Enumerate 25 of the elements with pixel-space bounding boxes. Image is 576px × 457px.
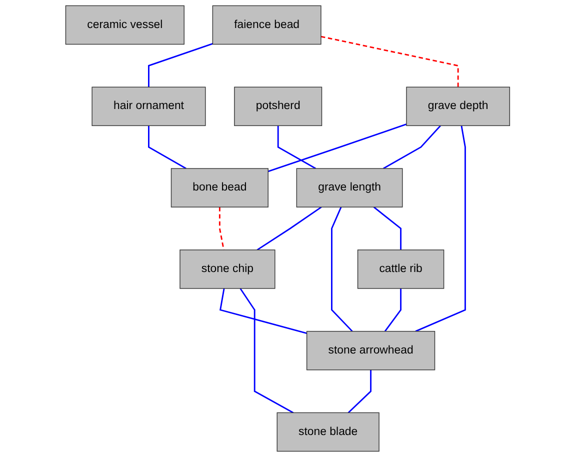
connector <box>148 126 187 170</box>
node-box: hair ornament <box>92 86 206 126</box>
node-box: cattle rib <box>358 250 444 289</box>
connector <box>148 42 214 88</box>
node-box: grave length <box>296 168 404 208</box>
connector <box>220 288 308 334</box>
connector <box>240 288 294 414</box>
node-box: stone arrowhead <box>306 330 436 370</box>
connector <box>384 288 402 332</box>
connector <box>268 124 407 172</box>
connector <box>374 206 402 250</box>
connector <box>321 36 460 88</box>
node-box: bone bead <box>171 168 269 208</box>
connector <box>383 125 442 170</box>
node-box: stone chip <box>180 250 276 289</box>
connector <box>278 126 316 170</box>
connector <box>416 126 466 332</box>
node-box: ceramic vessel <box>66 5 185 45</box>
node-box: grave depth <box>406 86 510 126</box>
connector <box>348 370 372 414</box>
connector <box>331 206 354 332</box>
node-box: stone blade <box>277 412 380 452</box>
node-box: faience bead <box>212 5 322 45</box>
node-box: potsherd <box>234 86 322 126</box>
connector <box>257 206 322 251</box>
